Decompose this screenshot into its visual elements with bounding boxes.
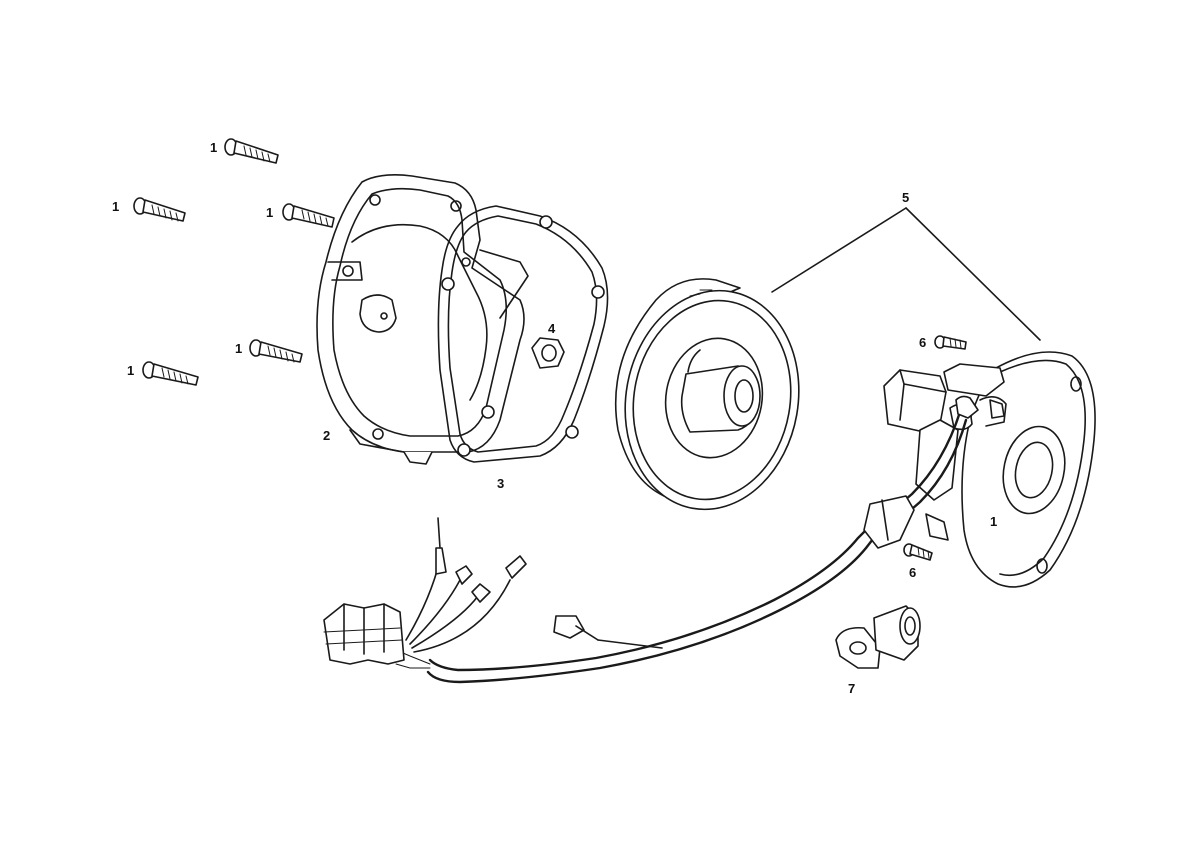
callout-stator-screw-bottom: 6: [909, 565, 916, 580]
stator-screw-top: [934, 335, 967, 350]
callout-screw-b: 1: [112, 199, 119, 214]
wiring-harness: [323, 395, 1005, 684]
screw-1c: [282, 203, 335, 228]
callout-gasket: 3: [497, 476, 504, 491]
stator-screw-bottom: [903, 543, 933, 561]
callout-nut: 4: [548, 321, 556, 336]
screw-1e: [142, 361, 199, 386]
callout-screw-e: 1: [127, 363, 134, 378]
callout-rotor-stator: 5: [902, 190, 909, 205]
callout-cover: 2: [323, 428, 330, 443]
callout-stator-screw-inner: 1: [990, 514, 997, 529]
screw-1a: [224, 138, 279, 164]
callout-stator-screw-top: 6: [919, 335, 926, 350]
pickup-sensor: [835, 605, 921, 669]
leader-line-rotor: [771, 207, 907, 293]
screw-1d: [249, 339, 303, 363]
callout-sensor: 7: [848, 681, 855, 696]
gasket: [437, 205, 609, 463]
flywheel-rotor: [614, 278, 800, 511]
nut: [531, 337, 565, 369]
callout-screw-a: 1: [210, 140, 217, 155]
cover: [316, 174, 525, 465]
callout-screw-c: 1: [266, 205, 273, 220]
screw-1b: [133, 197, 186, 222]
callout-screw-d: 1: [235, 341, 242, 356]
leader-line-stator: [905, 207, 1041, 341]
